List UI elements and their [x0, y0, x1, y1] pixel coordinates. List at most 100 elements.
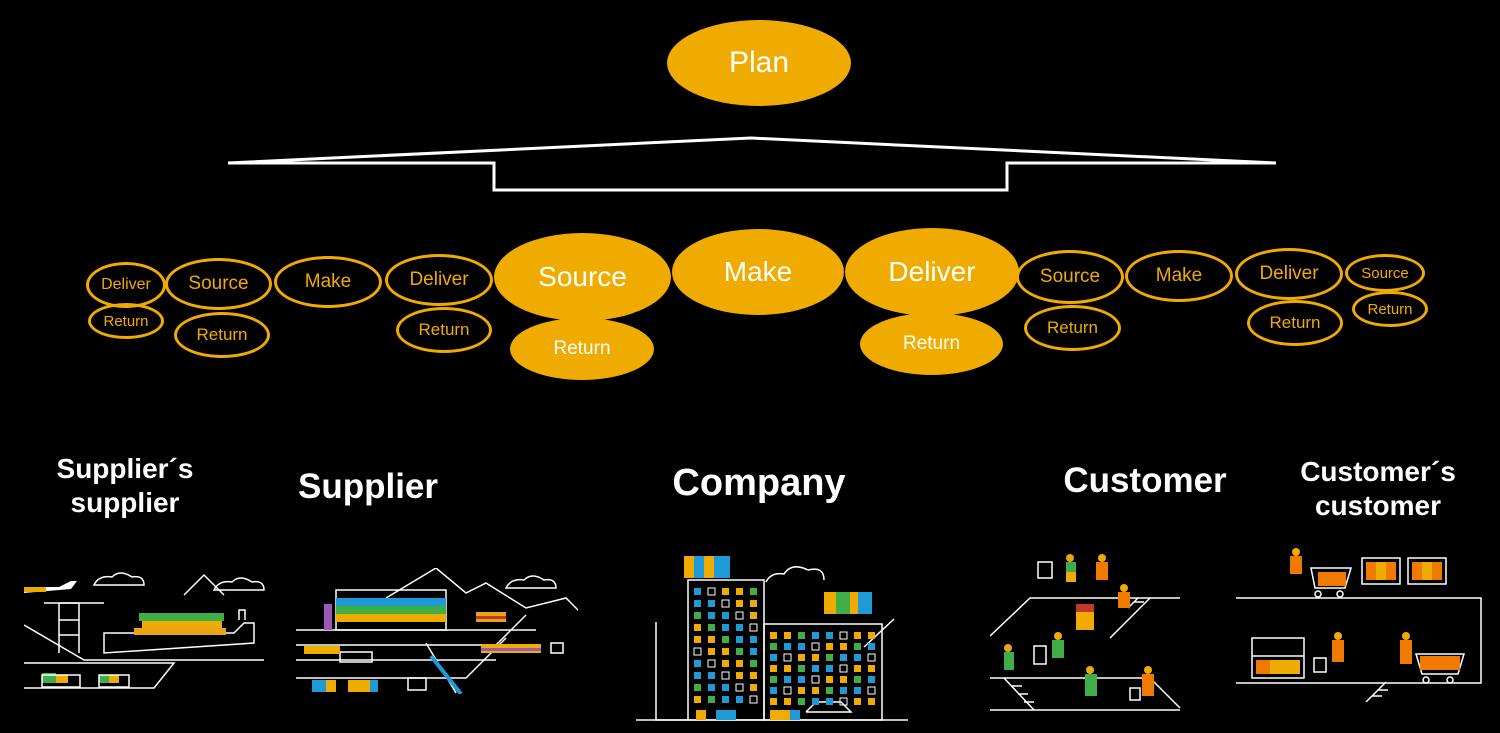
window-icon [722, 624, 729, 631]
window-icon [722, 636, 729, 643]
window-icon [868, 698, 875, 705]
plan-node: Plan [667, 20, 851, 106]
window-icon [694, 636, 701, 643]
window-icon [736, 636, 743, 643]
window-icon [736, 648, 743, 655]
customers-customer-return-label: Return [1367, 300, 1413, 318]
actor-label-company: Company [672, 462, 846, 504]
window-icon [868, 665, 875, 672]
window-icon [854, 643, 861, 650]
customers-customer-return-node: Return [1352, 291, 1428, 327]
window-icon [708, 636, 715, 643]
warehouse-illustration [296, 568, 578, 694]
window-icon [854, 698, 861, 705]
window-icon [736, 600, 743, 607]
window-icon [839, 664, 848, 673]
window-icon [749, 695, 758, 704]
supplier-deliver-return-node: Return [396, 307, 492, 353]
company-deliver-node: Deliver [845, 228, 1019, 316]
window-icon [736, 588, 743, 595]
window-icon [708, 672, 715, 679]
window-icon [812, 665, 819, 672]
window-icon [826, 676, 833, 683]
window-icon [735, 611, 744, 620]
window-icon [750, 588, 757, 595]
window-icon [750, 660, 757, 667]
window-icon [770, 698, 777, 705]
company-source-label: Source [538, 261, 627, 292]
window-icon [868, 676, 875, 683]
window-icon [798, 632, 805, 639]
window-icon [826, 643, 833, 650]
store-shelves-illustration [1236, 548, 1482, 702]
window-icon [694, 588, 701, 595]
window-icon [868, 632, 875, 639]
window-icon [750, 636, 757, 643]
window-icon [798, 676, 805, 683]
window-icon [694, 672, 701, 679]
window-icon [840, 687, 847, 694]
window-icon [812, 632, 819, 639]
window-icon [708, 612, 715, 619]
window-icon [750, 600, 757, 607]
window-icon [826, 632, 833, 639]
window-icon [868, 643, 875, 650]
window-icon [770, 676, 777, 683]
plan-label: Plan [728, 46, 790, 79]
window-icon [798, 643, 805, 650]
office-building-illustration [636, 556, 908, 721]
window-icon [854, 632, 861, 639]
company-source-node: Source [494, 233, 671, 321]
window-icon [721, 599, 730, 608]
window-icon [722, 588, 729, 595]
window-icon [735, 683, 744, 692]
supplier-deliver-return-label: Return [418, 320, 470, 339]
window-icon [707, 659, 716, 668]
window-icon [798, 665, 805, 672]
window-icon [736, 624, 743, 631]
supplier-deliver-node: Deliver [385, 254, 493, 306]
window-icon [854, 676, 861, 683]
window-icon [811, 675, 820, 684]
company-source-return-node: Return [510, 318, 654, 380]
window-icon [694, 696, 701, 703]
window-icon [708, 648, 715, 655]
suppliers-supplier-deliver-label: Deliver [101, 276, 151, 293]
window-icon [770, 632, 777, 639]
port-illustration [24, 572, 265, 689]
customer-deliver-return-node: Return [1247, 300, 1343, 346]
customer-source-label: Source [1039, 266, 1101, 287]
window-icon [770, 643, 777, 650]
customer-deliver-label: Deliver [1259, 263, 1319, 284]
window-icon [840, 676, 847, 683]
window-icon [722, 612, 729, 619]
window-icon [770, 654, 777, 661]
company-source-return-label: Return [553, 338, 611, 359]
window-icon [784, 665, 791, 672]
window-icon [867, 686, 876, 695]
customer-source-return-label: Return [1046, 318, 1099, 337]
customer-source-return-node: Return [1024, 305, 1121, 351]
window-icon [722, 648, 729, 655]
window-icon [736, 672, 743, 679]
company-deliver-label: Deliver [888, 256, 976, 287]
window-icon [708, 684, 715, 691]
window-icon [722, 696, 729, 703]
window-icon [840, 654, 847, 661]
window-icon [694, 660, 701, 667]
window-icon [721, 671, 730, 680]
window-icon [708, 600, 715, 607]
window-icon [826, 665, 833, 672]
company-deliver-return-label: Return [902, 333, 961, 354]
customer-source-node: Source [1016, 250, 1124, 304]
window-icon [798, 687, 805, 694]
window-icon [812, 698, 819, 705]
window-icon [722, 684, 729, 691]
window-icon [750, 684, 757, 691]
window-icon [840, 643, 847, 650]
window-icon [784, 698, 791, 705]
window-icon [798, 698, 805, 705]
window-icon [784, 632, 791, 639]
customer-make-label: Make [1155, 265, 1203, 286]
